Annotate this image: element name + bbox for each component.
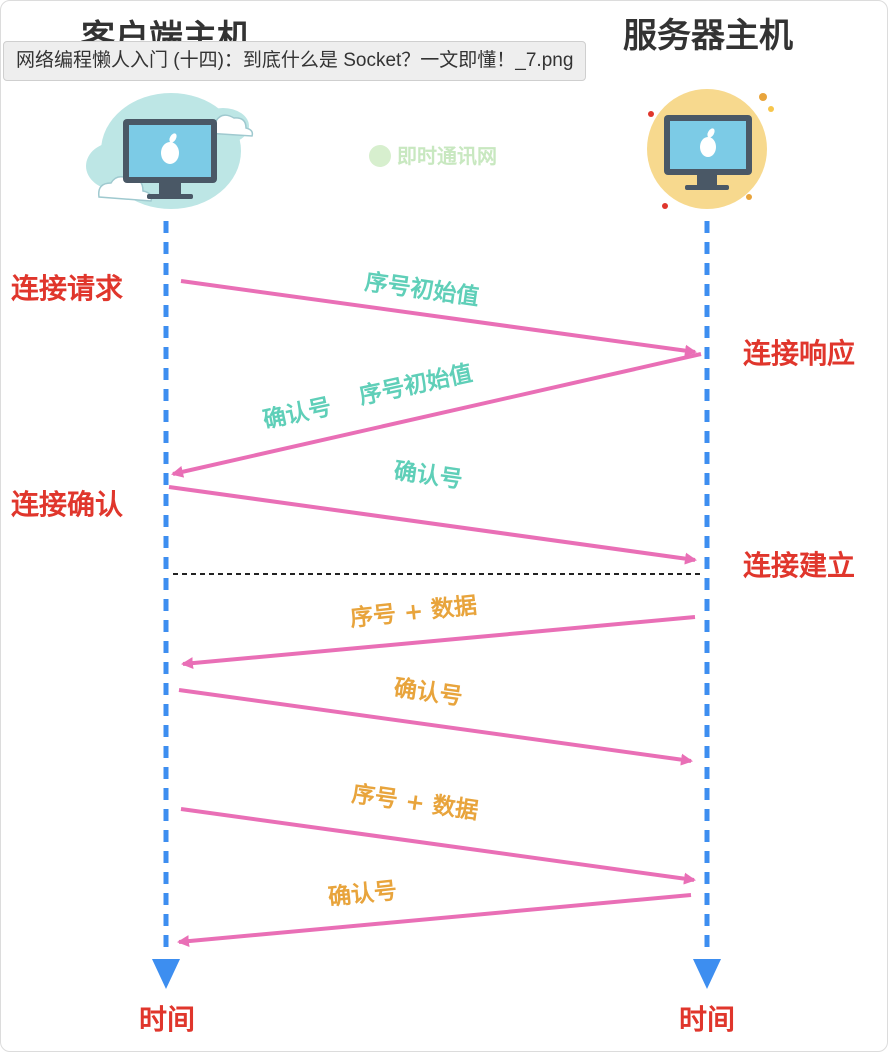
arrow-ack-1 <box>178 688 693 766</box>
message-syn-label: 序号初始值 <box>363 268 481 311</box>
client-computer-icon <box>86 93 254 209</box>
server-timeline-arrowhead <box>693 959 721 989</box>
message-synack-seq-label: 序号初始值 <box>357 360 475 410</box>
message-data2-label: 序号 + 数据 <box>350 780 480 824</box>
arrow-syn-ack <box>171 352 702 478</box>
message-ack2-label: 确认号 <box>327 878 398 911</box>
message-ack1-label: 确认号 <box>392 675 464 710</box>
state-connect-request: 连接请求 <box>11 272 123 305</box>
image-filename-tooltip: 网络编程懒人入门 (十四)：到底什么是 Socket？一文即懂！_7.png <box>3 41 587 81</box>
message-synack-ack-label: 确认号 <box>261 394 334 434</box>
state-connect-response: 连接响应 <box>743 337 855 370</box>
arrow-data-2 <box>180 807 696 885</box>
message-ack-label: 确认号 <box>392 458 464 493</box>
watermark-logo: 即时通讯网 <box>369 144 497 168</box>
client-time-label: 时间 <box>139 1003 195 1036</box>
server-time-label: 时间 <box>679 1003 735 1036</box>
message-data1-label: 序号 + 数据 <box>349 592 478 632</box>
arrow-ack-2 <box>177 893 692 948</box>
server-host-title: 服务器主机 <box>623 16 793 56</box>
arrow-data-1 <box>181 615 696 670</box>
state-connect-confirm: 连接确认 <box>11 488 123 521</box>
watermark-text: 即时通讯网 <box>397 144 497 168</box>
arrow-syn <box>180 279 697 357</box>
client-timeline-arrowhead <box>152 959 180 989</box>
server-computer-icon <box>647 89 774 209</box>
state-connect-established: 连接建立 <box>743 549 855 582</box>
arrow-ack <box>168 485 697 565</box>
